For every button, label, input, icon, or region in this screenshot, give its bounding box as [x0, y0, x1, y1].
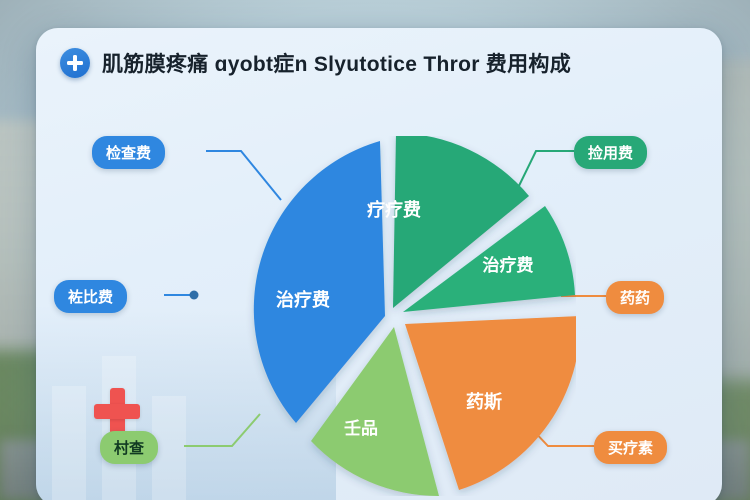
- callout-label-cunzha[interactable]: 村查: [100, 431, 159, 464]
- medical-cross-icon: [60, 48, 90, 78]
- callout-label-maiiiaosu[interactable]: 买疗素: [594, 431, 668, 464]
- chart-header: 肌筋膜疼痛 ɑyobt症n Slyutotice Thror 费用构成: [60, 48, 571, 78]
- pie-slice-zhiliaofei-green[interactable]: [403, 206, 575, 312]
- chart-card: 肌筋膜疼痛 ɑyobt症n Slyutotice Thror 费用构成: [36, 28, 722, 500]
- pie-slice-zhiliaofei-blue[interactable]: [253, 141, 385, 423]
- card-watermark-column: [52, 386, 86, 500]
- pie-slice-label-zhiliaofei-green: 治疗费: [483, 255, 534, 275]
- pie-slice-label-zhiliaofei-blue: 治疗费: [276, 289, 330, 310]
- pie-slice-liaoliaofei[interactable]: [393, 136, 529, 308]
- callout-label-jianyongfei[interactable]: 捡用费: [574, 136, 648, 169]
- page-title: 肌筋膜疼痛 ɑyobt症n Slyutotice Thror 费用构成: [102, 53, 572, 76]
- pie-chart: 疗疗费 治疗费 药斯 壬品 治疗费: [216, 136, 576, 496]
- callout-label-zuobifei[interactable]: 袏比费: [54, 280, 128, 313]
- pie-slice-yaosi[interactable]: [405, 316, 576, 490]
- callout-label-yaoyao[interactable]: 药药: [606, 281, 665, 314]
- pie-slice-label-renpin: 壬品: [344, 419, 378, 438]
- pie-slice-label-yaosi: 药斯: [466, 391, 502, 412]
- red-cross-icon: [94, 388, 140, 434]
- pie-slice-label-liaoliaofei: 疗疗费: [367, 199, 421, 220]
- pie-slice-renpin[interactable]: [311, 327, 439, 496]
- callout-label-jianchafei[interactable]: 检查费: [92, 136, 166, 169]
